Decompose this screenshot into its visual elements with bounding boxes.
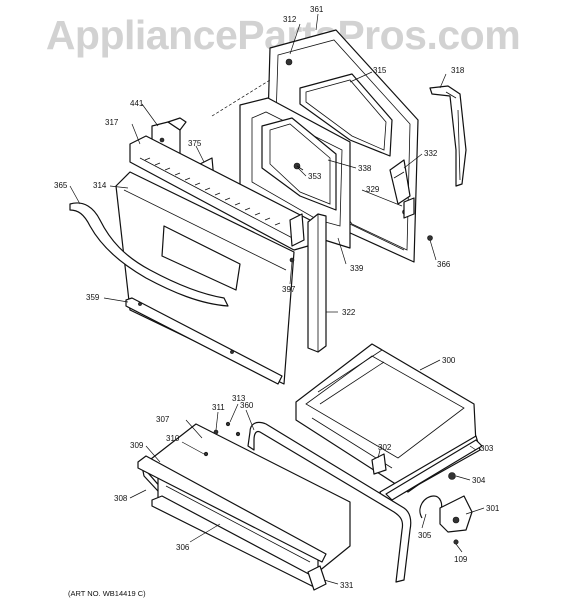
- clip-305: [419, 495, 443, 519]
- callout-332: 332: [424, 149, 438, 158]
- leader-lines: [69, 13, 485, 585]
- callout-441: 441: [130, 99, 144, 108]
- callout-322: 322: [342, 308, 356, 317]
- callout-304: 304: [472, 476, 486, 485]
- callout-339: 339: [350, 264, 364, 273]
- bracket-332: [389, 159, 411, 205]
- end-cap-331: [307, 565, 327, 591]
- door-handle: [69, 202, 229, 307]
- callout-361: 361: [310, 5, 324, 14]
- screw-353: [293, 162, 304, 171]
- screw-366: [427, 235, 433, 241]
- outer-door-glass: [115, 171, 295, 385]
- drawer-gasket: [247, 421, 412, 583]
- callout-300: 300: [442, 356, 456, 365]
- screw-397: [289, 257, 295, 263]
- callout-302: 302: [378, 443, 392, 452]
- callout-309: 309: [130, 441, 144, 450]
- callout-109: 109: [454, 555, 468, 564]
- inner-window-frame: [239, 97, 351, 249]
- callout-314: 314: [93, 181, 107, 190]
- bracket-301: [439, 495, 473, 533]
- rail-303: [385, 439, 483, 501]
- callout-313: 313: [232, 394, 246, 403]
- nut-304: [448, 472, 456, 480]
- glide-302: [371, 453, 387, 475]
- callout-306: 306: [176, 543, 190, 552]
- callout-310: 310: [166, 434, 180, 443]
- callout-301: 301: [486, 504, 500, 513]
- callout-360: 360: [240, 401, 254, 410]
- callout-359: 359: [86, 293, 100, 302]
- drawer-body: [295, 343, 481, 505]
- side-trim-strip: [307, 213, 327, 353]
- callout-311: 311: [212, 403, 225, 412]
- bracket-329: [403, 197, 415, 219]
- callout-329: 329: [366, 185, 380, 194]
- callout-331: 331: [340, 581, 354, 590]
- callout-307: 307: [156, 415, 170, 424]
- callout-303: 303: [480, 444, 494, 453]
- art-number: (ART NO. WB14419 C): [68, 589, 146, 598]
- door-bottom-trim: [125, 297, 283, 385]
- callout-308: 308: [114, 494, 128, 503]
- callout-305: 305: [418, 531, 432, 540]
- callout-397: 397: [282, 285, 296, 294]
- callout-365: 365: [54, 181, 68, 190]
- callout-312: 312: [283, 15, 297, 24]
- callout-353: 353: [308, 172, 322, 181]
- callout-317: 317: [105, 118, 119, 127]
- callout-315: 315: [373, 66, 387, 75]
- callout-318: 318: [451, 66, 465, 75]
- callout-366: 366: [437, 260, 451, 269]
- screw-109: [453, 539, 459, 545]
- callout-labels: 361 312 315 318 441 317 375 332 338 353 …: [54, 5, 500, 590]
- hinge-part: [429, 85, 467, 187]
- callout-375: 375: [188, 139, 202, 148]
- callout-338: 338: [358, 164, 372, 173]
